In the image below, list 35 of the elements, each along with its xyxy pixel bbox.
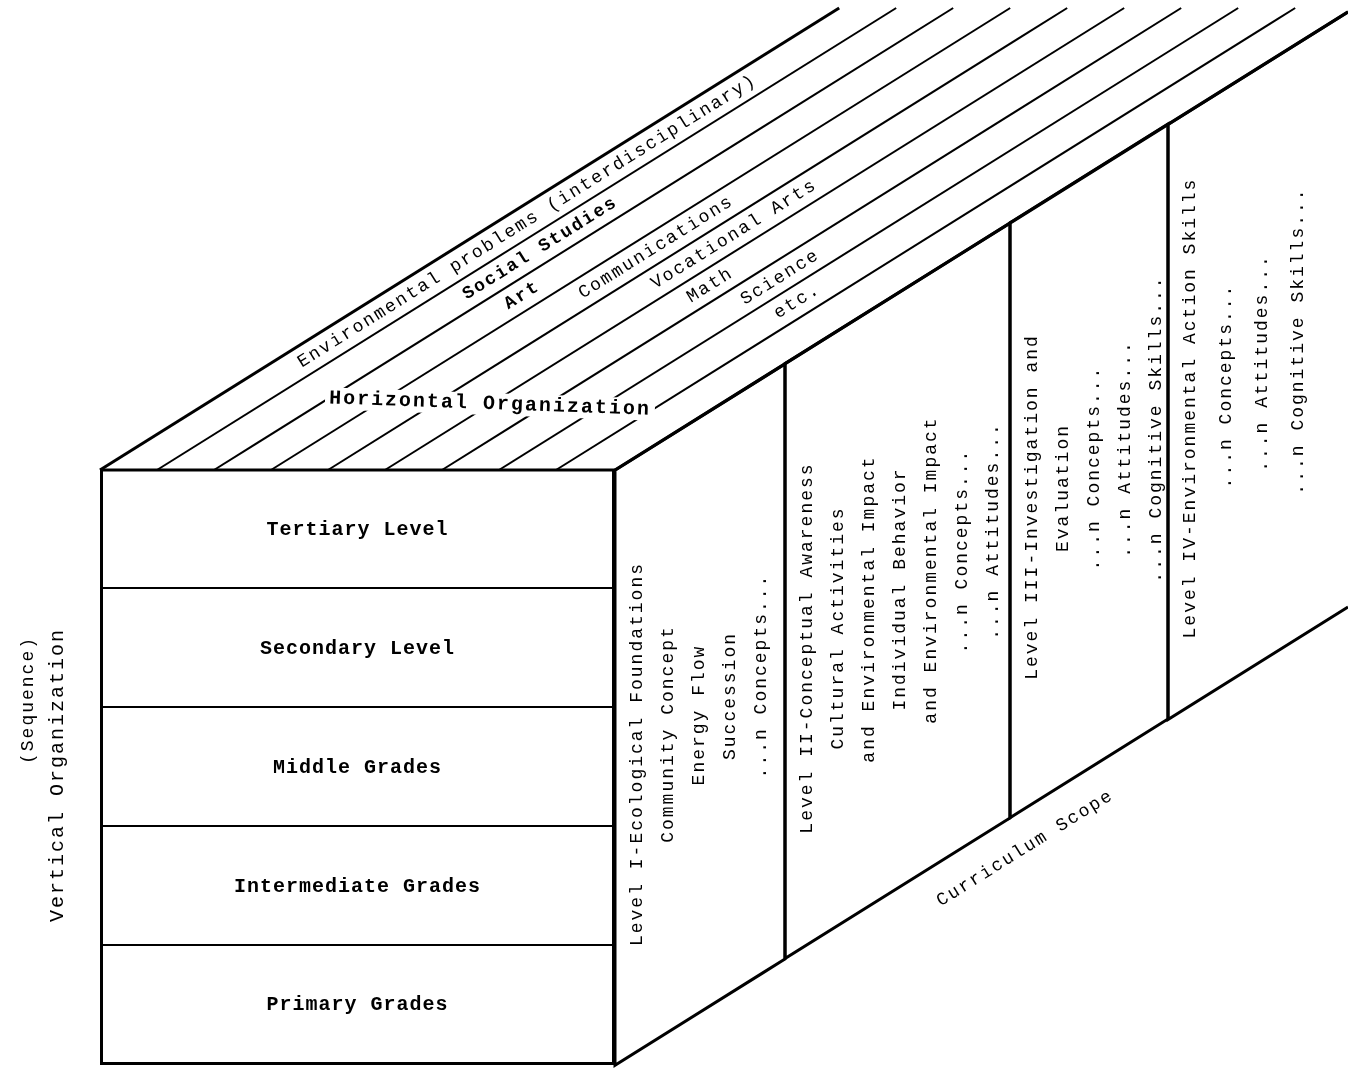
topic-label: and Environmental Impact [858, 455, 880, 763]
topic-label: Evaluation [1052, 423, 1074, 552]
grade-band [100, 708, 615, 827]
topic-label: ...n Concepts... [1215, 283, 1237, 489]
level-heading: Level II-Conceptual Awareness [796, 461, 818, 834]
topic-label: Community Concept [657, 625, 679, 844]
topic-label: ...n Concepts... [1083, 365, 1105, 571]
topic-label: Energy Flow [688, 644, 710, 786]
topic-label: and Environmental Impact [920, 416, 942, 724]
axis-title: Horizontal Organization [324, 387, 656, 421]
grade-label: Middle Grades [272, 755, 443, 778]
topic-label: ...n Concepts... [951, 448, 973, 654]
grade-band [100, 470, 615, 589]
grade-label: Secondary Level [259, 636, 456, 659]
axis-title: Vertical Organization [47, 628, 69, 922]
grade-band [100, 946, 615, 1065]
axis-title: (Sequence) [17, 636, 39, 764]
topic-label: ...n Attitudes... [1251, 254, 1273, 472]
level-heading: Level IV-Environmental Action Skills [1179, 177, 1201, 639]
grade-band [100, 589, 615, 708]
grade-band [100, 827, 615, 946]
level-panel [1168, 11, 1348, 720]
topic-label: ...n Attitudes... [1114, 339, 1136, 558]
topic-label: ...n Concepts... [750, 573, 772, 779]
topic-label: ...n Cognitive Skills... [1145, 275, 1167, 583]
topic-label: Cultural Activities [827, 506, 849, 750]
grade-label: Tertiary Level [265, 517, 450, 540]
topic-label: ...n Attitudes... [982, 422, 1004, 641]
grade-label: Primary Grades [265, 992, 450, 1016]
topic-label: ...n Cognitive Skills... [1287, 187, 1309, 495]
topic-label: Succession [719, 631, 741, 760]
topic-label: Individual Behavior [889, 467, 911, 711]
level-heading: Level III-Investigation and [1021, 334, 1043, 680]
grade-label: Intermediate Grades [232, 874, 482, 897]
level-heading: Level I-Ecological Foundations [626, 561, 648, 946]
